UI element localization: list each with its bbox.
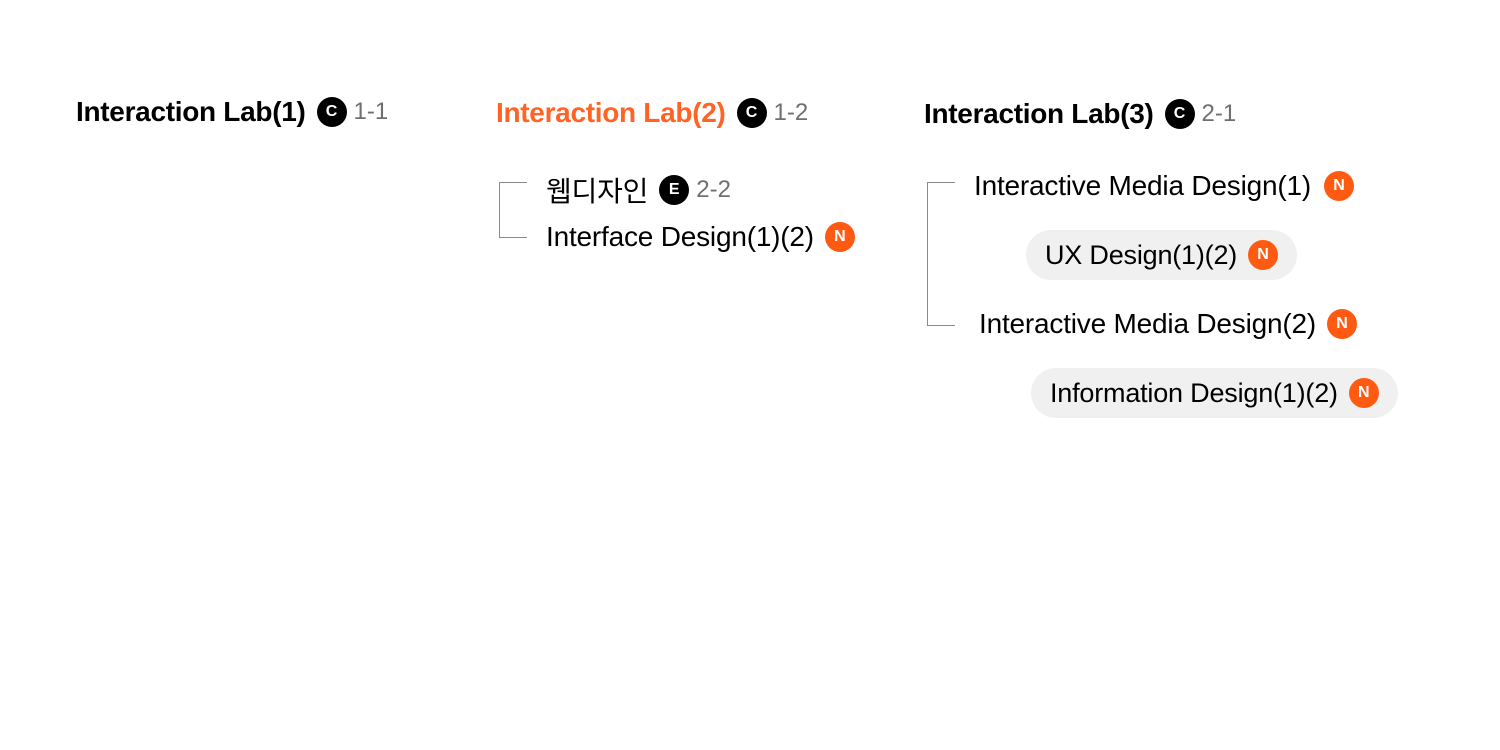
new-badge: N bbox=[1326, 309, 1357, 339]
sub-item-label[interactable]: Interactive Media Design(1) bbox=[974, 170, 1311, 201]
tree-connector bbox=[499, 182, 500, 238]
lab-code: 2-1 bbox=[1201, 100, 1237, 127]
elective-badge: E bbox=[659, 175, 690, 205]
sub-item-label[interactable]: 웹디자인 bbox=[546, 176, 649, 207]
sub-item-label[interactable]: Interactive Media Design(2) bbox=[979, 308, 1316, 339]
category-badge: C bbox=[1164, 99, 1195, 129]
pill-label[interactable]: Information Design(1)(2) bbox=[1050, 377, 1338, 408]
lab-heading-1[interactable]: Interaction Lab(1) C 1-1 bbox=[76, 96, 388, 128]
new-badge: N bbox=[824, 222, 855, 252]
tree-connector bbox=[499, 237, 527, 238]
sub-item-interactive-media-design-2[interactable]: Interactive Media Design(2) N bbox=[979, 308, 1357, 340]
category-badge: C bbox=[316, 97, 347, 127]
tree-connector bbox=[927, 325, 955, 326]
tree-connector bbox=[927, 182, 928, 326]
lab-heading-3[interactable]: Interaction Lab(3) C 2-1 bbox=[924, 98, 1236, 130]
lab-title[interactable]: Interaction Lab(1) bbox=[76, 96, 306, 127]
sub-item-code: 2-2 bbox=[696, 176, 731, 203]
lab-code: 1-1 bbox=[353, 98, 389, 125]
sub-item-label[interactable]: Interface Design(1)(2) bbox=[546, 221, 814, 252]
lab-code: 1-2 bbox=[773, 99, 809, 126]
lab-heading-2[interactable]: Interaction Lab(2) C 1-2 bbox=[496, 97, 808, 129]
sub-item-interface-design[interactable]: Interface Design(1)(2) N bbox=[546, 221, 855, 253]
new-badge: N bbox=[1323, 171, 1354, 201]
sub-item-interactive-media-design-1[interactable]: Interactive Media Design(1) N bbox=[974, 170, 1354, 202]
tree-connector bbox=[499, 182, 527, 183]
new-badge: N bbox=[1248, 240, 1279, 270]
new-badge: N bbox=[1348, 378, 1379, 408]
pill-ux-design[interactable]: UX Design(1)(2) N bbox=[1026, 230, 1298, 280]
category-badge: C bbox=[736, 98, 767, 128]
sub-item-web-design[interactable]: 웹디자인 E 2-2 bbox=[546, 170, 731, 210]
pill-information-design[interactable]: Information Design(1)(2) N bbox=[1031, 368, 1398, 418]
pill-label[interactable]: UX Design(1)(2) bbox=[1045, 239, 1238, 270]
lab-title[interactable]: Interaction Lab(3) bbox=[924, 98, 1154, 129]
tree-connector bbox=[927, 182, 955, 183]
lab-title[interactable]: Interaction Lab(2) bbox=[496, 97, 726, 128]
